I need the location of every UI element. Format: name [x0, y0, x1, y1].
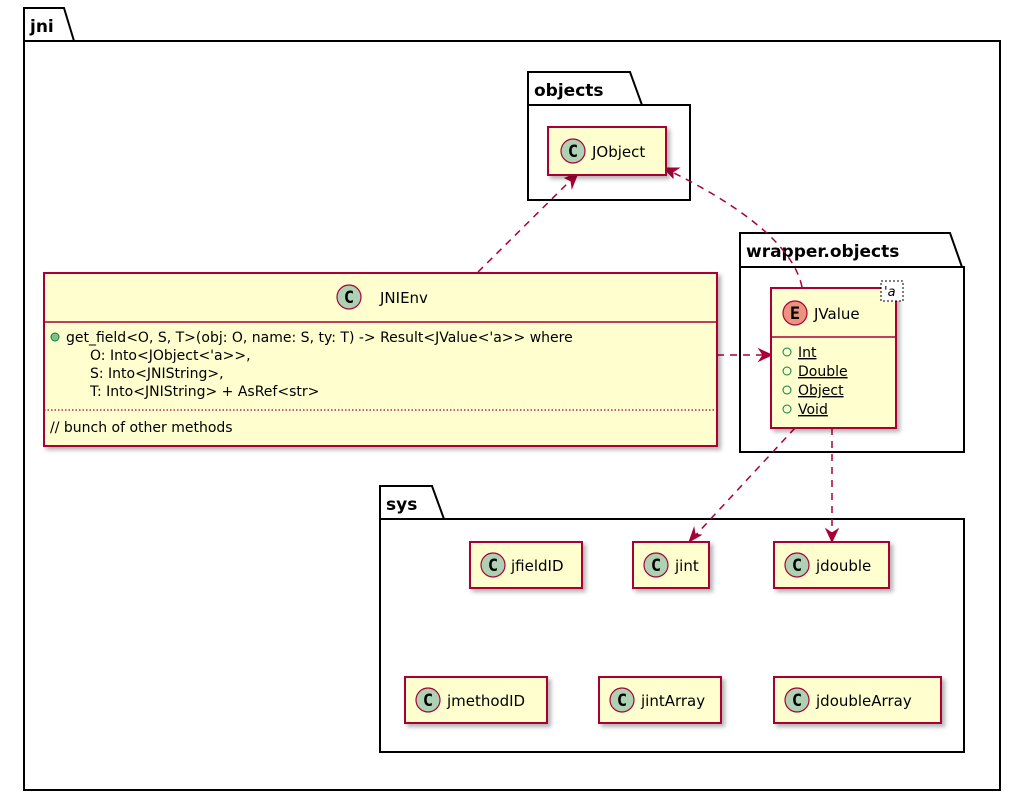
jmethodid-name: jmethodID	[446, 692, 525, 710]
jnienv-other-methods: // bunch of other methods	[50, 420, 233, 436]
public-field-icon	[782, 366, 792, 376]
public-field-icon	[782, 385, 792, 395]
arrow-jnienv-to-jvalue	[717, 347, 774, 363]
class-badge-icon	[480, 552, 506, 578]
jvalue-variant-void: Void	[798, 402, 828, 418]
class-badge-icon	[784, 687, 810, 713]
jnienv-method-line-4: T: Into<JNIString> + AsRef<str>	[89, 384, 319, 400]
jobject-name: JObject	[591, 143, 645, 161]
class-badge-letter: C	[488, 556, 498, 576]
package-wrapper-objects-title: wrapper.objects	[746, 242, 899, 262]
class-jnienv[interactable]	[43, 272, 718, 447]
jdouble-name: jdouble	[815, 557, 871, 575]
jvalue-variant-int: Int	[798, 345, 817, 361]
arrow-jnienv-to-jobject	[477, 172, 579, 273]
jdoublearray-name: jdoubleArray	[815, 692, 912, 710]
package-objects-title: objects	[534, 81, 604, 101]
class-badge-letter: C	[792, 556, 802, 576]
class-badge-icon	[415, 687, 441, 713]
jvalue-variant-object: Object	[798, 383, 844, 399]
jnienv-method-line-1: get_field<O, S, T>(obj: O, name: S, ty: …	[66, 330, 573, 346]
jnienv-name: JNIEnv	[379, 289, 428, 307]
class-jfieldid[interactable]	[469, 541, 583, 589]
jvalue-variant-double: Double	[798, 364, 848, 380]
class-badge-icon	[560, 138, 586, 164]
jintarray-name: jintArray	[640, 692, 705, 710]
class-badge-icon	[609, 687, 635, 713]
jvalue-name: JValue	[813, 305, 860, 323]
enum-badge-icon	[782, 300, 808, 326]
public-field-icon	[782, 347, 792, 357]
class-badge-icon	[784, 552, 810, 578]
package-sys-title: sys	[386, 495, 417, 515]
jfieldid-name: jfieldID	[510, 557, 564, 575]
arrow-jvalue-to-jint	[688, 427, 796, 544]
arrow-jvalue-to-jdouble	[824, 428, 840, 544]
public-field-icon	[782, 404, 792, 414]
class-badge-letter: C	[568, 142, 578, 162]
class-badge-icon	[336, 284, 362, 310]
jint-name: jint	[674, 557, 699, 575]
class-badge-letter: C	[617, 691, 627, 711]
class-badge-letter: C	[423, 691, 433, 711]
class-badge-icon	[643, 552, 669, 578]
enum-badge-letter: E	[790, 304, 800, 324]
public-method-icon	[50, 332, 60, 342]
class-badge-letter: C	[651, 556, 661, 576]
type-param-box	[880, 280, 904, 302]
jnienv-method-line-3: S: Into<JNIString>,	[90, 366, 224, 382]
jnienv-method-line-2: O: Into<JObject<'a>>,	[90, 348, 251, 364]
arrow-jvalue-to-jobject	[662, 167, 803, 288]
class-badge-letter: C	[792, 691, 802, 711]
package-jni-title: jni	[29, 17, 54, 37]
jvalue-type-param: 'a	[884, 285, 896, 300]
class-badge-letter: C	[344, 288, 354, 308]
